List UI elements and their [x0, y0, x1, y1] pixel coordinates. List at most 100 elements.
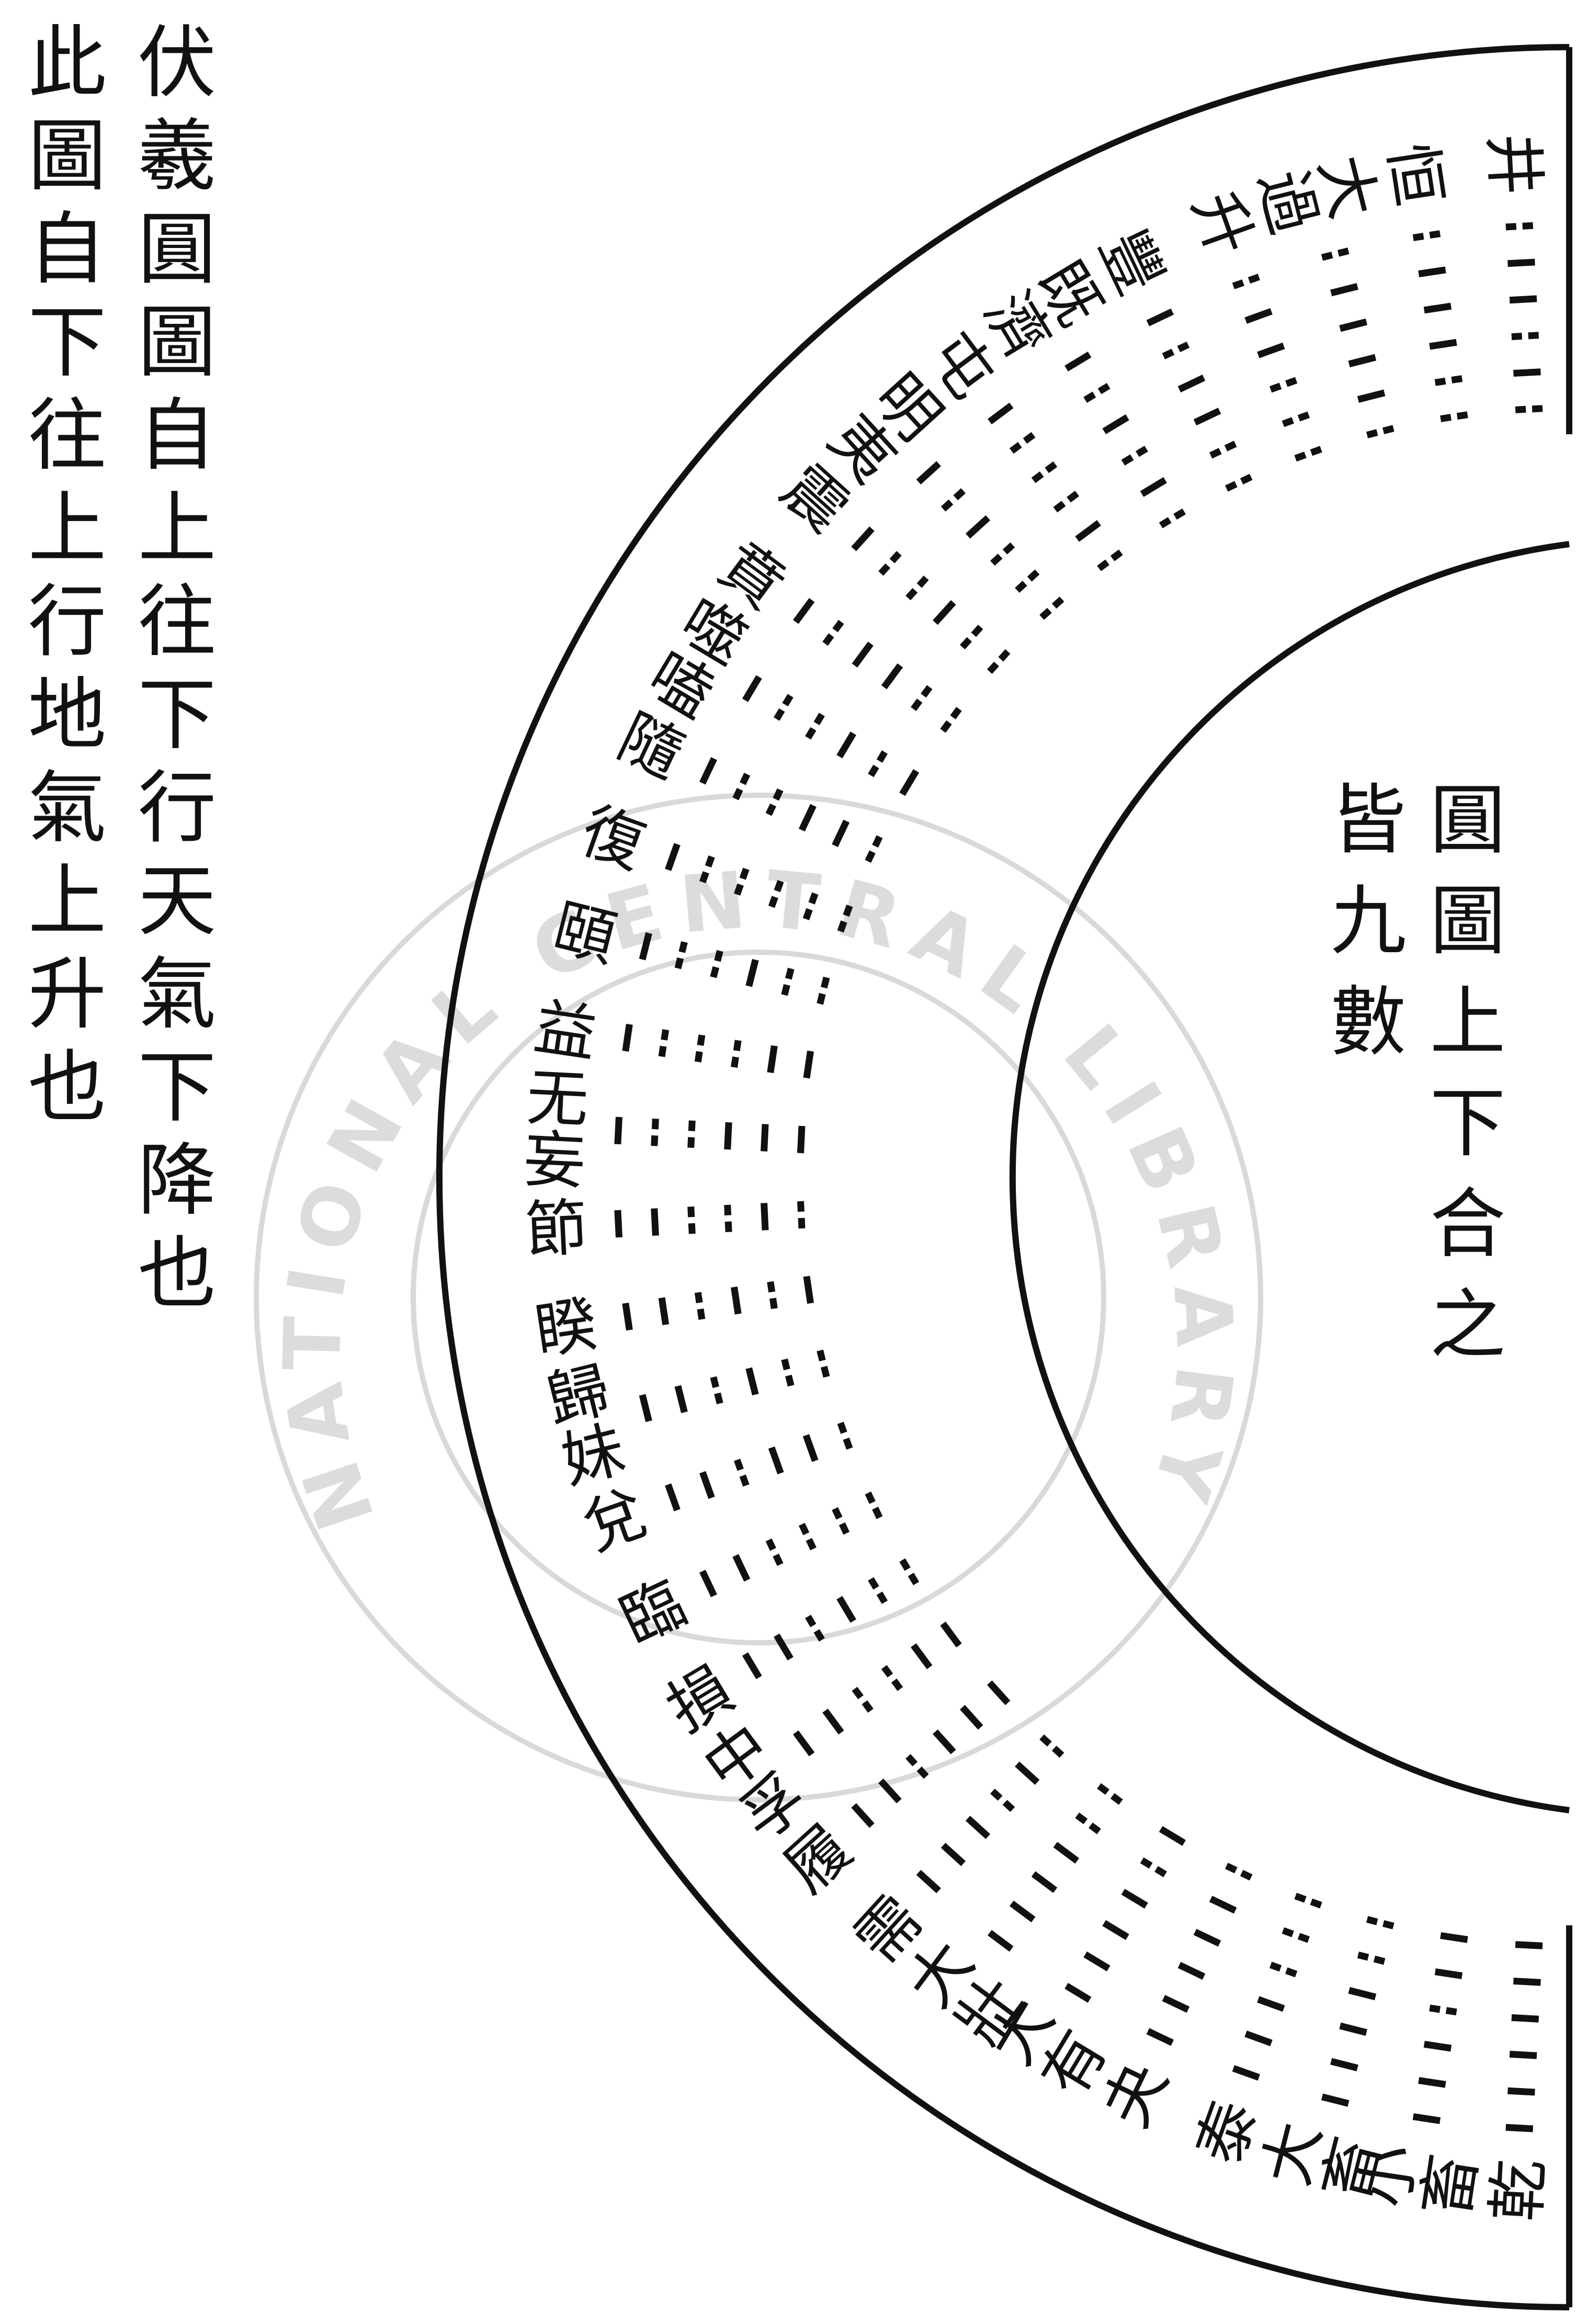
- yin-line: [661, 1029, 670, 1041]
- yang-line: [1010, 1900, 1036, 1923]
- yin-line: [868, 1577, 879, 1590]
- yin-line: [1282, 417, 1294, 427]
- yin-line: [687, 1206, 695, 1217]
- yin-line: [739, 867, 750, 880]
- yin-line: [714, 1392, 723, 1405]
- yin-line: [1097, 559, 1110, 571]
- yin-line: [822, 633, 834, 646]
- yin-line: [714, 950, 723, 962]
- yin-line: [1097, 1783, 1110, 1795]
- yin-line: [1162, 348, 1175, 359]
- yang-line: [1257, 342, 1285, 358]
- hexagram: 損: [647, 1558, 920, 1745]
- yang-line: [674, 1385, 688, 1414]
- hexagram: 无妄: [512, 1064, 806, 1191]
- yin-line: [774, 879, 784, 893]
- yang-line: [988, 1930, 1014, 1952]
- yang-line: [1348, 1987, 1377, 2001]
- yin-line: [832, 619, 844, 633]
- yin-line: [837, 1422, 847, 1434]
- hexagram: 震: [765, 446, 1011, 674]
- yin-line: [705, 855, 715, 868]
- yin-line: [651, 1135, 659, 1146]
- yin-line: [808, 892, 819, 905]
- yin-line: [1373, 1955, 1386, 1965]
- hexagram-name: 歸妹: [530, 1356, 630, 1493]
- yin-line: [781, 1358, 790, 1371]
- yang-line: [699, 1471, 715, 1499]
- hexagram-name: 大畜: [1250, 2116, 1388, 2216]
- yin-line: [802, 908, 813, 920]
- yang-line: [965, 1815, 991, 1840]
- yin-line: [1297, 411, 1310, 422]
- yang-line: [639, 932, 652, 961]
- yang-line: [731, 1287, 742, 1315]
- hexagram-name: 恒: [1380, 128, 1452, 209]
- yang-line: [761, 1124, 769, 1152]
- yin-line: [872, 1506, 883, 1519]
- yang-line: [1193, 408, 1221, 426]
- yin-line: [765, 803, 776, 816]
- yang-line: [1083, 1951, 1110, 1971]
- yang-line: [798, 804, 817, 832]
- yang-line: [836, 731, 856, 759]
- yang-line: [1064, 352, 1092, 371]
- yang-line: [767, 1045, 778, 1074]
- yin-line: [852, 1687, 864, 1699]
- yin-line: [1445, 2007, 1457, 2016]
- seal-inner-ring: [411, 950, 1106, 1645]
- yin-line: [916, 1766, 929, 1779]
- yin-line: [1045, 461, 1058, 473]
- yin-line: [1240, 1870, 1253, 1881]
- yang-line: [1339, 2022, 1367, 2036]
- yin-line: [710, 966, 720, 978]
- yin-line: [710, 1376, 720, 1389]
- yin-line: [1310, 446, 1322, 456]
- yin-line: [953, 488, 966, 501]
- yang-line: [699, 757, 717, 785]
- yang-line: [1321, 2093, 1350, 2107]
- yin-line: [971, 624, 983, 637]
- yang-line: [1330, 283, 1358, 297]
- yang-line: [797, 1125, 806, 1154]
- yang-line: [1159, 1826, 1186, 1846]
- yang-line: [803, 1276, 814, 1304]
- yang-line: [1053, 1842, 1080, 1864]
- yin-line: [1240, 473, 1253, 484]
- hexagram-name: 兌: [564, 1479, 653, 1561]
- yang-line: [699, 1570, 717, 1597]
- yin-line: [768, 896, 778, 908]
- yin-line: [1515, 405, 1526, 413]
- yin-line: [1412, 232, 1424, 241]
- yin-line: [1528, 332, 1539, 340]
- yin-line: [1225, 481, 1238, 492]
- yin-line: [1121, 454, 1134, 466]
- yin-line: [817, 1349, 826, 1362]
- yin-line: [732, 787, 743, 800]
- yin-line: [1067, 490, 1080, 503]
- yang-line: [916, 1869, 941, 1893]
- yang-line: [622, 1023, 633, 1052]
- yin-line: [960, 637, 972, 650]
- yin-line: [1366, 1916, 1378, 1925]
- yang-line: [881, 663, 903, 690]
- hexagram-name: 井: [1483, 121, 1548, 196]
- yang-line: [1357, 389, 1386, 403]
- yang-line: [852, 641, 874, 668]
- yang-line: [1429, 339, 1457, 350]
- yin-line: [674, 957, 684, 969]
- yang-line: [1177, 375, 1206, 393]
- yin-line: [865, 850, 876, 863]
- yang-line: [803, 1051, 814, 1079]
- hexagram-name: 升: [1182, 173, 1264, 262]
- yang-line: [933, 1729, 956, 1754]
- yin-line: [891, 1678, 903, 1691]
- yin-line: [889, 551, 902, 563]
- hexagram-name: 節: [513, 1194, 588, 1260]
- yang-line: [622, 1302, 633, 1331]
- yin-line: [820, 976, 830, 989]
- hexagram: 恒: [1380, 128, 1468, 422]
- hexagram-name: 睽: [520, 1291, 601, 1362]
- hexagram: 井: [1483, 121, 1548, 413]
- yang-line: [836, 1596, 856, 1623]
